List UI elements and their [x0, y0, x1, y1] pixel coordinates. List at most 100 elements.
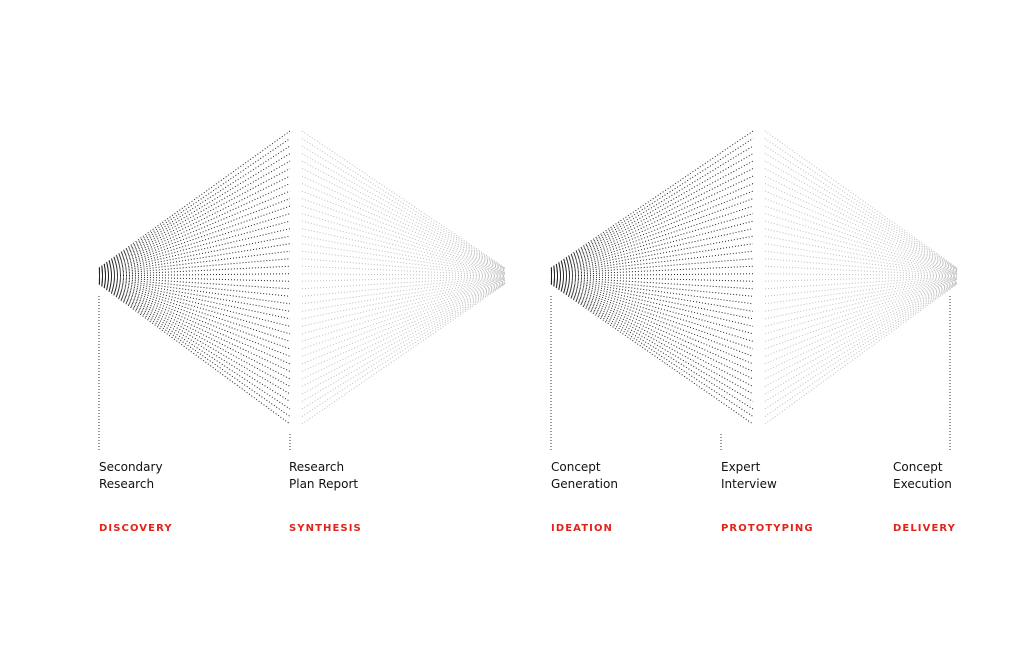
diamond-develop-deliver	[550, 130, 958, 425]
diverge-line	[98, 279, 291, 357]
diverge-line	[98, 276, 291, 297]
converge-line	[764, 190, 958, 272]
converge-line	[764, 205, 958, 273]
converge-line	[301, 277, 506, 312]
converge-line	[764, 220, 958, 274]
diverge-line	[98, 276, 291, 305]
converge-line	[301, 228, 506, 274]
converge-line	[301, 183, 506, 272]
converge-line	[764, 281, 958, 380]
converge-line	[301, 153, 506, 270]
diverge-line	[98, 265, 291, 276]
stage-label-concept-execution: Concept Execution	[893, 460, 952, 491]
converge-line	[764, 160, 958, 271]
diverge-line	[98, 278, 291, 327]
converge-line	[764, 283, 958, 425]
converge-line	[301, 282, 506, 410]
diverge-line	[98, 281, 291, 395]
stage-label-expert-interview: Expert Interview	[721, 460, 777, 491]
diverge-line	[550, 282, 754, 402]
diverge-line	[98, 279, 291, 350]
converge-line	[301, 278, 506, 327]
diverge-line	[98, 280, 291, 372]
diverge-line	[550, 153, 754, 270]
converge-line	[301, 213, 506, 273]
converge-line	[764, 275, 958, 282]
diverge-line	[550, 198, 754, 273]
stage-label-secondary-research: Secondary Research	[99, 460, 163, 491]
diverge-line	[98, 220, 291, 274]
diverge-line	[98, 282, 291, 410]
phase-synthesis: SYNTHESIS	[289, 523, 362, 534]
diverge-line	[550, 281, 754, 380]
diverge-line	[550, 145, 754, 270]
phase-ideation: IDEATION	[551, 523, 614, 534]
converge-line	[301, 275, 506, 282]
converge-line	[301, 282, 506, 402]
diverge-line	[98, 277, 291, 312]
diverge-line	[550, 190, 754, 272]
converge-line	[764, 280, 958, 365]
diverge-line	[550, 281, 754, 395]
stage-markers	[98, 296, 951, 452]
diverge-line	[550, 276, 754, 297]
converge-line	[764, 279, 958, 342]
diverge-line	[98, 198, 291, 273]
diverge-line	[98, 258, 291, 276]
diverge-line	[98, 153, 291, 270]
converge-line	[764, 277, 958, 312]
converge-line	[764, 138, 958, 269]
converge-line	[764, 276, 958, 290]
diverge-line	[98, 213, 291, 273]
diverge-line	[550, 279, 754, 350]
diverge-line	[550, 277, 754, 312]
diverge-line	[550, 160, 754, 271]
converge-line	[301, 276, 506, 290]
converge-line	[764, 276, 958, 297]
diverge-line	[550, 275, 754, 282]
diverge-line	[550, 250, 754, 276]
converge-line	[764, 250, 958, 276]
diverge-line	[98, 281, 291, 380]
converge-line	[301, 280, 506, 372]
diverge-line	[550, 278, 754, 327]
diverge-line	[550, 281, 754, 387]
diverge-line	[98, 277, 291, 320]
diverge-line	[550, 279, 754, 357]
diverge-line	[98, 235, 291, 275]
diverge-line	[98, 283, 291, 417]
converge-line	[301, 205, 506, 273]
phase-prototyping: PROTOTYPING	[721, 523, 814, 534]
converge-line	[301, 279, 506, 357]
diverge-line	[98, 278, 291, 335]
phase-discovery: DISCOVERY	[99, 523, 173, 534]
diverge-line	[550, 280, 754, 365]
converge-line	[301, 281, 506, 380]
diverge-line	[550, 235, 754, 275]
converge-line	[301, 250, 506, 276]
diverge-line	[550, 282, 754, 410]
converge-line	[764, 145, 958, 270]
diverge-line	[550, 278, 754, 335]
diverge-line	[550, 279, 754, 342]
diverge-line	[98, 275, 291, 282]
converge-line	[301, 220, 506, 274]
converge-line	[764, 168, 958, 271]
converge-line	[764, 281, 958, 387]
converge-line	[301, 175, 506, 271]
diverge-line	[550, 228, 754, 274]
diverge-line	[98, 205, 291, 273]
converge-line	[301, 281, 506, 387]
diverge-line	[550, 258, 754, 276]
diverge-line	[98, 279, 291, 342]
diverge-line	[98, 160, 291, 271]
converge-line	[301, 276, 506, 297]
diverge-line	[550, 213, 754, 273]
diverge-line	[98, 243, 291, 275]
converge-line	[764, 183, 958, 272]
diverge-line	[550, 283, 754, 425]
converge-line	[301, 258, 506, 276]
converge-line	[764, 213, 958, 273]
converge-line	[301, 276, 506, 305]
